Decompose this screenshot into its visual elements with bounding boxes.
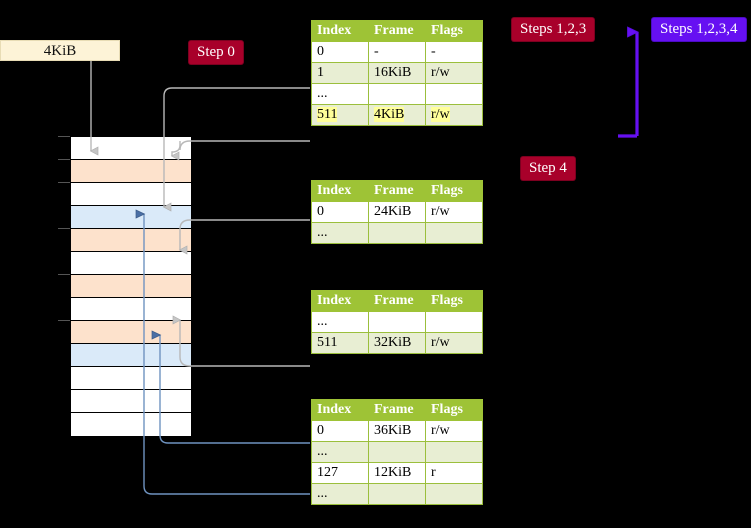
connector-pd-to-memory (180, 320, 310, 367)
memory-tick-5 (58, 320, 70, 321)
cell-index: 0 (311, 201, 369, 223)
cell-frame: 24KiB (368, 201, 426, 223)
badge-step-4: Step 4 (521, 157, 575, 180)
cell-frame (368, 83, 426, 105)
cell-frame: 4KiB (368, 104, 426, 126)
cell-flags (425, 222, 483, 244)
cell-flags: r/w (425, 62, 483, 84)
cell-flags (425, 83, 483, 105)
table-row: ... (311, 83, 483, 105)
physical-memory-column (70, 136, 191, 436)
cell-frame (368, 441, 426, 463)
cell-frame: 36KiB (368, 420, 426, 442)
cell-frame: 32KiB (368, 332, 426, 354)
cell-frame (368, 222, 426, 244)
cell-flags: r/w (425, 104, 483, 126)
badge-steps-1-2-3-4: Steps 1,2,3,4 (652, 18, 746, 41)
connector-pdp-to-memory (180, 219, 310, 250)
cell-frame (368, 483, 426, 505)
memory-tick-4 (58, 274, 70, 275)
column-header-index: Index (311, 180, 369, 202)
memory-frame-12 (71, 413, 191, 436)
cell-flags (425, 483, 483, 505)
column-header-flags: Flags (425, 290, 483, 312)
cell-index: 0 (311, 41, 369, 63)
memory-frame-0 (71, 137, 191, 160)
table-row: ... (311, 441, 483, 463)
cell-flags (425, 311, 483, 333)
cell-index: 0 (311, 420, 369, 442)
column-header-index: Index (311, 20, 369, 42)
cell-index: ... (311, 483, 369, 505)
memory-frame-4 (71, 229, 191, 252)
cell-index: 511 (311, 332, 369, 354)
badge-steps-1-2-3: Steps 1,2,3 (512, 18, 595, 41)
memory-tick-3 (58, 228, 70, 229)
cell-flags: - (425, 41, 483, 63)
table-row: ... (311, 311, 483, 333)
memory-frame-7 (71, 298, 191, 321)
memory-frame-8 (71, 321, 191, 344)
size-label-4kib: 4KiB (0, 40, 120, 61)
memory-frame-3 (71, 206, 191, 229)
memory-frame-5 (71, 252, 191, 275)
cell-index: ... (311, 441, 369, 463)
column-header-frame: Frame (368, 180, 426, 202)
table-row: ... (311, 222, 483, 244)
memory-frame-11 (71, 390, 191, 413)
badge-step-0: Step 0 (189, 41, 243, 64)
column-header-index: Index (311, 399, 369, 421)
memory-tick-1 (58, 159, 70, 160)
cell-frame (368, 311, 426, 333)
cell-flags (425, 441, 483, 463)
memory-frame-1 (71, 160, 191, 183)
cell-frame: 12KiB (368, 462, 426, 484)
column-header-frame: Frame (368, 399, 426, 421)
column-header-frame: Frame (368, 20, 426, 42)
memory-frame-9 (71, 344, 191, 367)
column-header-frame: Frame (368, 290, 426, 312)
cell-frame: 16KiB (368, 62, 426, 84)
cell-frame: - (368, 41, 426, 63)
memory-tick-0 (58, 136, 70, 137)
cell-index: 511 (311, 104, 369, 126)
memory-frame-2 (71, 183, 191, 206)
table-row: 0-- (311, 41, 483, 63)
column-header-flags: Flags (425, 20, 483, 42)
table-row: ... (311, 483, 483, 505)
cell-index: ... (311, 222, 369, 244)
cell-flags: r/w (425, 420, 483, 442)
column-header-index: Index (311, 290, 369, 312)
column-header-flags: Flags (425, 180, 483, 202)
cell-flags: r/w (425, 201, 483, 223)
connector-pml4-511-to-memory (179, 140, 310, 151)
cell-index: 1 (311, 62, 369, 84)
cell-index: ... (311, 311, 369, 333)
memory-frame-10 (71, 367, 191, 390)
memory-tick-2 (58, 182, 70, 183)
cell-flags: r (425, 462, 483, 484)
cell-index: 127 (311, 462, 369, 484)
cell-flags: r/w (425, 332, 483, 354)
memory-frame-6 (71, 275, 191, 298)
column-header-flags: Flags (425, 399, 483, 421)
cell-index: ... (311, 83, 369, 105)
